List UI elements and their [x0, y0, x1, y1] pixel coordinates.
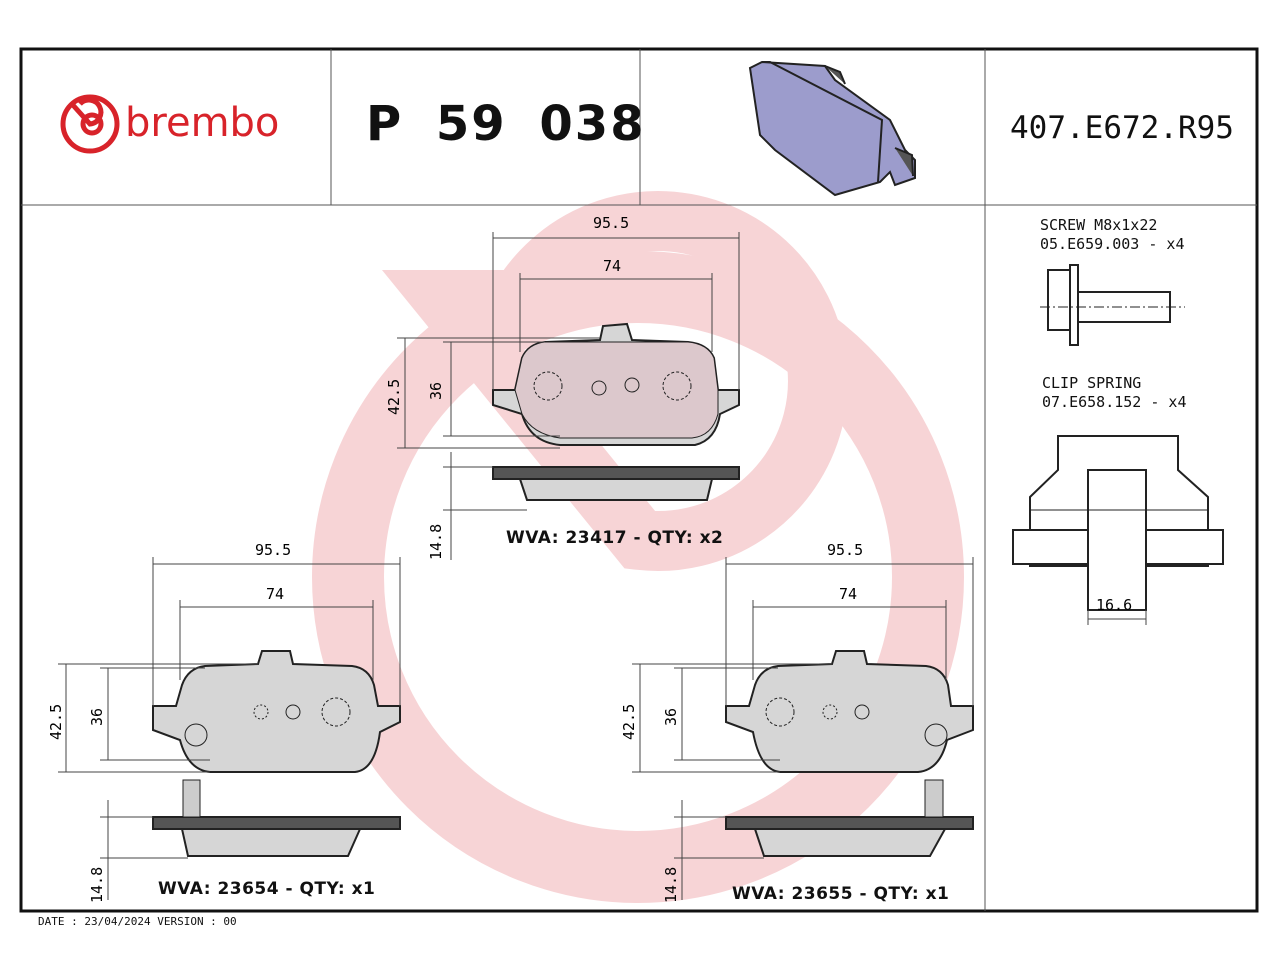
pad-left-height-outer: 42.5	[47, 704, 65, 740]
brand-name: brembo	[125, 100, 280, 146]
clip-dimension	[1087, 610, 1147, 625]
pad-left-side-view	[152, 779, 401, 857]
sheet-border	[19, 47, 1259, 913]
pad-top-height-inner: 36	[427, 382, 445, 400]
pad-right-width-outer: 95.5	[827, 541, 863, 559]
pad-right-height-outer: 42.5	[620, 704, 638, 740]
wva-label-right: WVA: 23655 - QTY: x1	[732, 884, 950, 904]
clip-code: 07.E658.152 - x4	[1042, 393, 1187, 411]
pad-top-side-view	[492, 466, 740, 501]
pad-top-front-view	[492, 322, 740, 446]
pad-top-width-outer: 95.5	[593, 214, 629, 232]
footer-date: DATE : 23/04/2024 VERSION : 00	[38, 915, 237, 928]
screw-code: 05.E659.003 - x4	[1040, 235, 1185, 253]
pad-right-height-inner: 36	[662, 708, 680, 726]
pad-left-height-inner: 36	[88, 708, 106, 726]
screw-title: SCREW M8x1x22	[1040, 216, 1158, 234]
wva-label-top: WVA: 23417 - QTY: x2	[506, 528, 724, 548]
clip-title: CLIP SPRING	[1042, 374, 1142, 392]
pad-preview-icon	[748, 60, 916, 197]
part-number: P 59 038	[366, 96, 646, 152]
pad-top-height-outer: 42.5	[385, 379, 403, 415]
pad-right-width-inner: 74	[839, 585, 857, 603]
pad-top-dimensions	[397, 232, 740, 560]
clip-width-dim: 16.6	[1096, 596, 1132, 614]
reference-number: 407.E672.R95	[1010, 110, 1234, 146]
screw-icon	[1040, 264, 1185, 346]
pad-right-thickness: 14.8	[662, 867, 680, 903]
pad-left-front-view	[152, 650, 401, 773]
pad-right-side-view	[725, 779, 974, 857]
pad-top-width-inner: 74	[603, 257, 621, 275]
wva-label-left: WVA: 23654 - QTY: x1	[158, 879, 376, 899]
pad-left-thickness: 14.8	[88, 867, 106, 903]
pad-left-dimensions	[58, 557, 401, 900]
pad-right-front-view	[725, 650, 974, 773]
pad-top-thickness: 14.8	[427, 524, 445, 560]
pad-left-width-outer: 95.5	[255, 541, 291, 559]
watermark-logo	[312, 191, 964, 903]
pad-right-dimensions	[632, 557, 974, 900]
clip-spring-icon	[1012, 435, 1224, 611]
pad-left-width-inner: 74	[266, 585, 284, 603]
brembo-logo-icon	[60, 94, 120, 154]
